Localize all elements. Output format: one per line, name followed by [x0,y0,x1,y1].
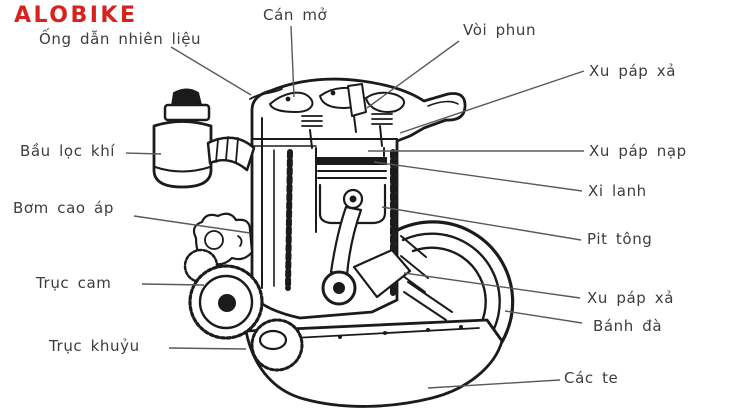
leader-pit-tong [381,206,582,241]
leader-bau-loc-khi [125,152,162,155]
leader-bom-cao-ap [133,215,251,234]
label-truc-cam: Trục cam [36,274,112,292]
alobike-logo: ALOBIKE [14,3,138,28]
valve-spring-right [371,113,393,125]
label-can-mo: Cán mở [263,6,328,24]
oil-pan-drawing [244,318,504,408]
leader-lines [125,25,585,389]
label-voi-phun: Vòi phun [463,21,537,39]
timing-chain-drawing [285,149,293,291]
timing-gears-drawing [183,248,304,372]
engine-illustration [152,77,515,408]
label-bom-cao-ap: Bơm cao áp [13,199,114,217]
leader-cac-te [427,379,561,389]
label-xu-pap-xa-lower: Xu páp xả [587,289,675,307]
label-cac-te: Các te [564,369,619,387]
fuel-line-drawing [249,88,283,100]
injector-drawing [347,83,367,117]
label-banh-da: Bánh đà [593,317,663,335]
leader-truc-khuyu [168,347,247,350]
label-truc-khuyu: Trục khuỷu [49,337,140,355]
leader-can-mo [290,25,295,98]
leader-voi-phun [366,40,460,109]
crankcase-hatching [400,235,429,293]
rocker-assembly-drawing [249,83,406,149]
leader-banh-da [504,310,583,324]
connecting-rod-drawing [321,205,453,321]
exhaust-pipe-inner-line [427,100,459,107]
crank-web-drawing [352,248,412,299]
leader-xi-lanh [373,161,583,192]
air-filter-drawing [152,88,256,189]
label-ong-dan-nhien-lieu: Ống dẫn nhiên liệu [39,30,202,48]
label-xu-pap-xa-top: Xu páp xả [589,62,677,80]
leader-truc-cam [141,283,205,286]
label-pit-tong: Pit tông [587,230,653,248]
leader-ong-dan-nhien-lieu [170,46,252,96]
air-filter-body [152,120,213,189]
label-xu-pap-nap: Xu páp nạp [589,142,687,160]
leader-xu-pap-xa-top [399,70,585,134]
crankshaft-drawing [403,281,453,321]
valve-spring-left [301,115,323,127]
label-xi-lanh: Xi lanh [588,182,647,200]
label-bau-loc-khi: Bầu lọc khí [20,142,116,160]
leader-xu-pap-xa-lower [403,272,581,299]
intake-hose-drawing [206,136,256,172]
